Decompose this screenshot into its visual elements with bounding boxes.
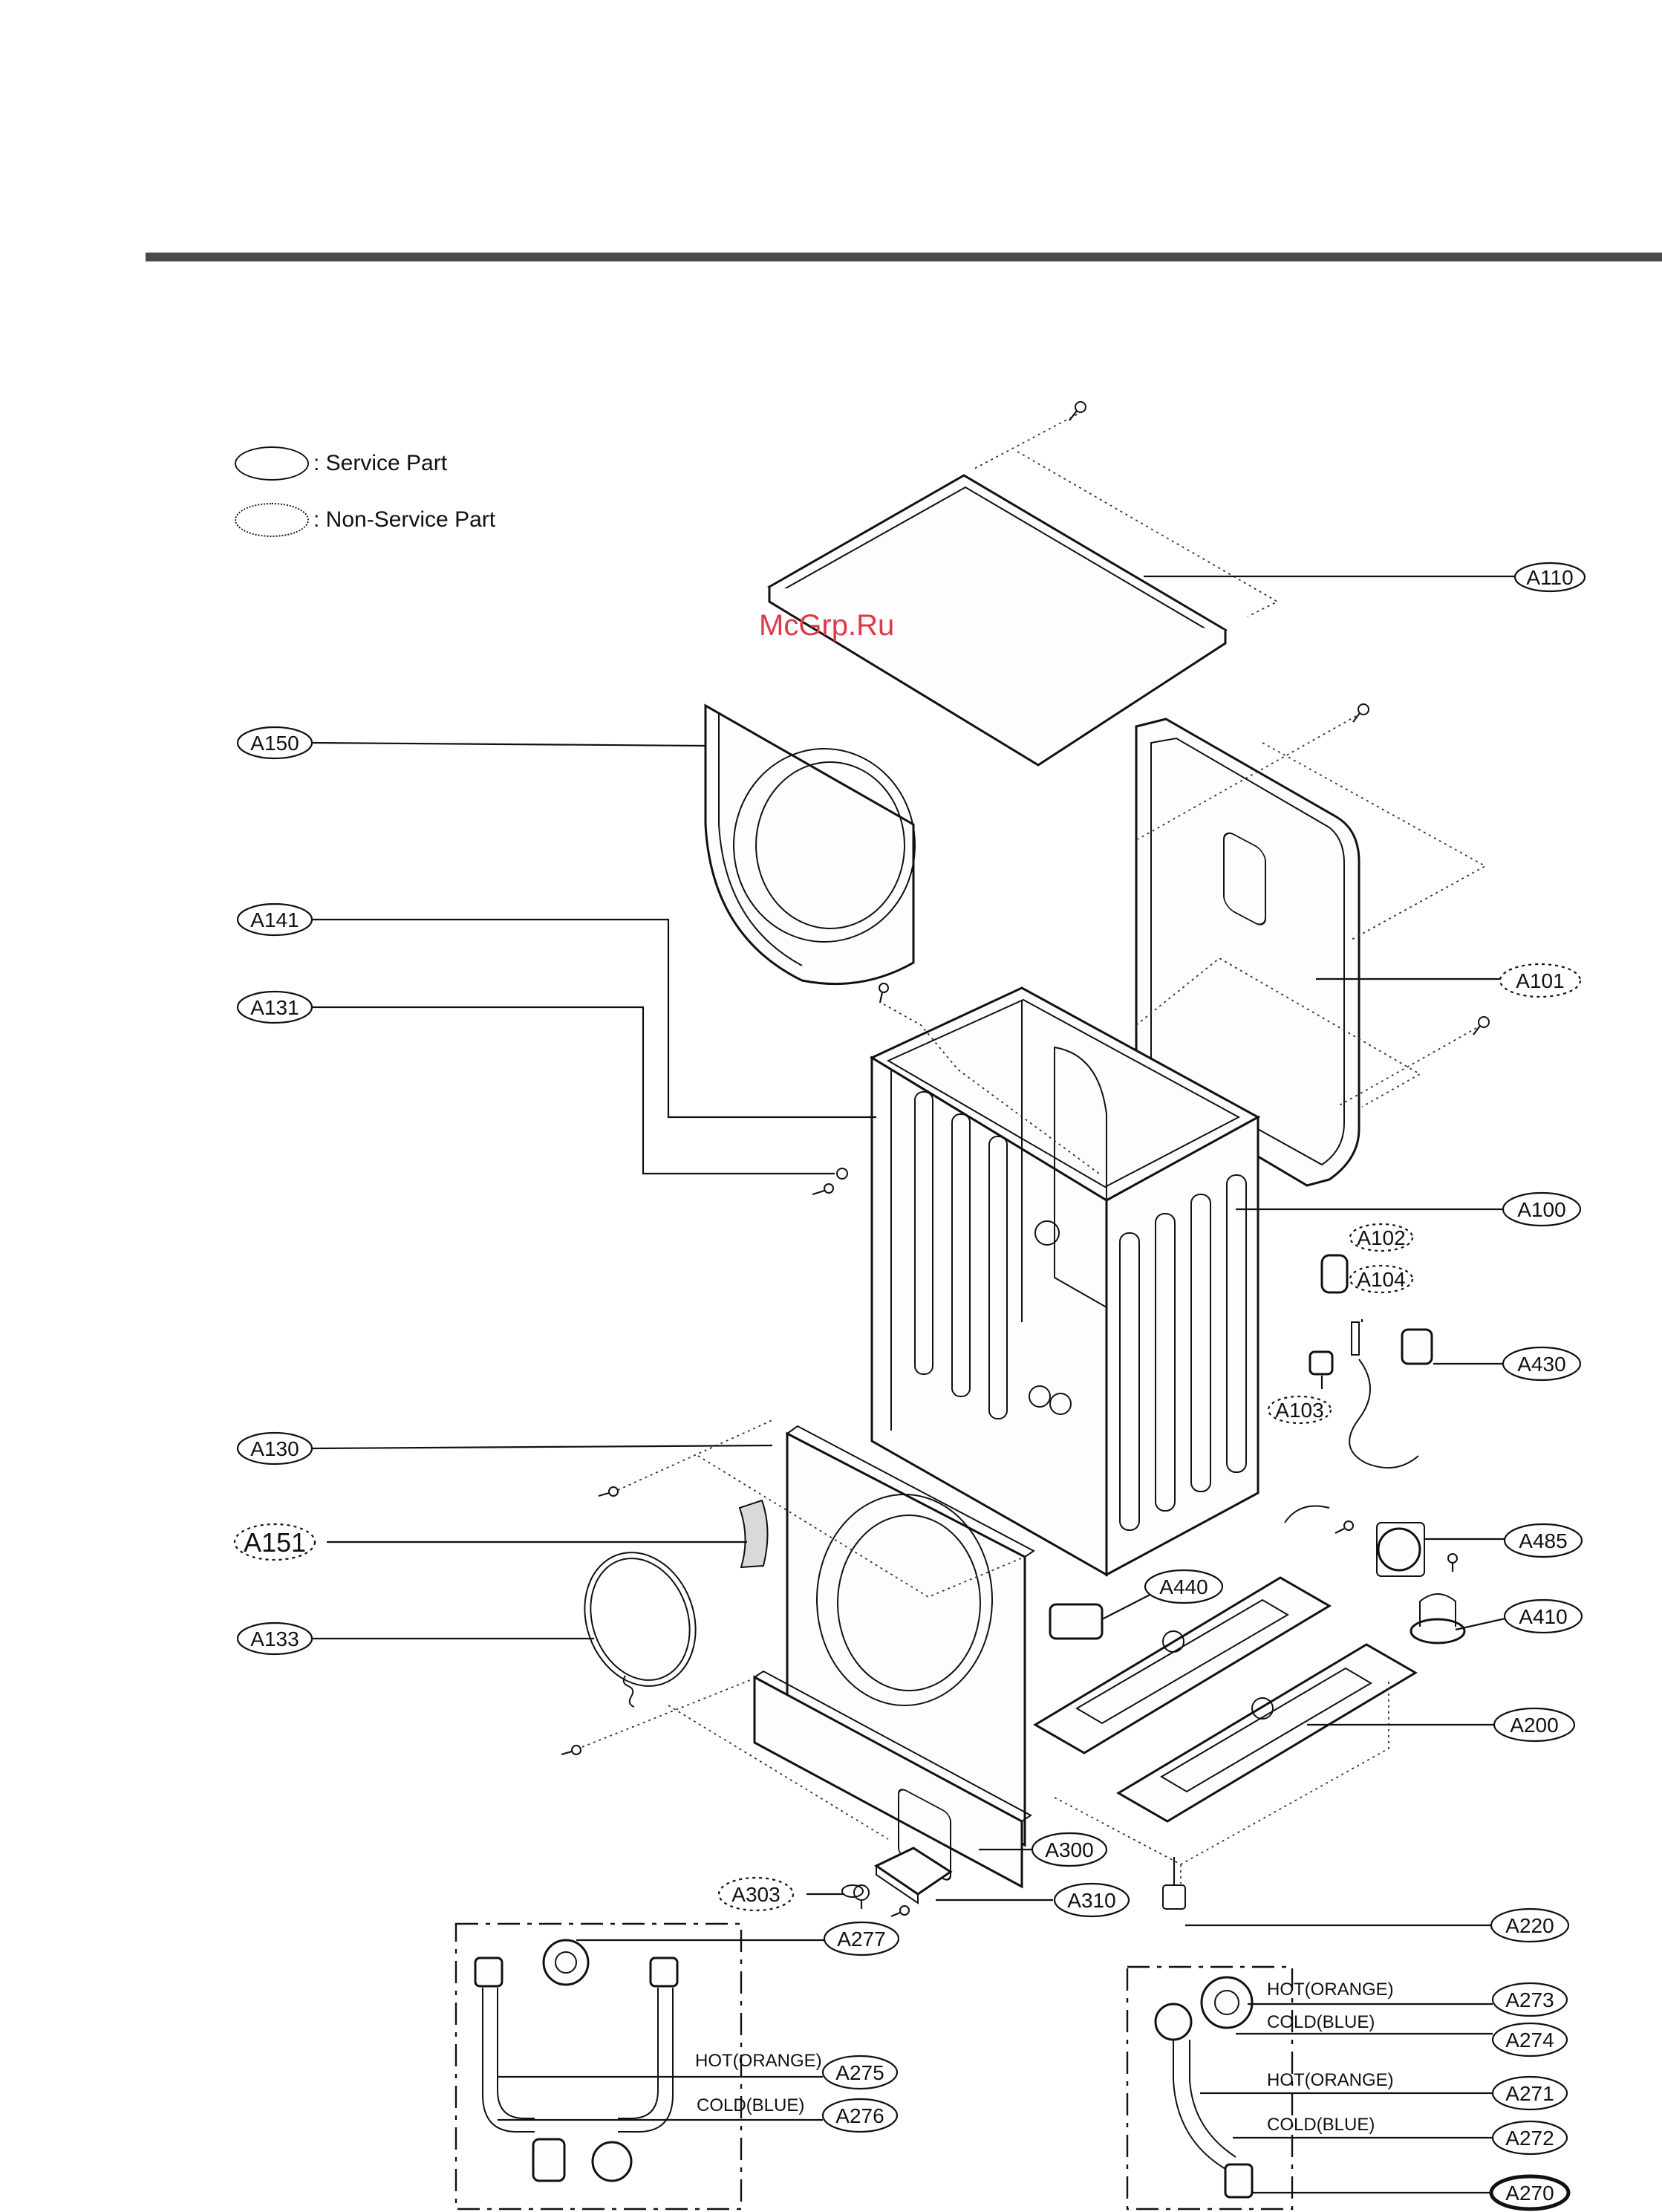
svg-text:A485: A485: [1519, 1529, 1567, 1552]
callout-A101: A101: [1500, 964, 1580, 997]
callout-A200: A200: [1494, 1708, 1574, 1741]
note-left-hot: HOT(ORANGE): [695, 2051, 822, 2071]
upper-front-panel-drawing: [705, 706, 915, 984]
callout-A277: A277: [824, 1922, 899, 1955]
svg-text:A150: A150: [250, 732, 299, 755]
callout-A103: A103: [1268, 1396, 1331, 1423]
watermark: McGrp.Ru: [759, 609, 894, 643]
svg-text:A141: A141: [250, 908, 299, 931]
callout-A102: A102: [1350, 1224, 1412, 1251]
svg-text:A310: A310: [1067, 1889, 1115, 1912]
note-left-cold: COLD(BLUE): [697, 2095, 804, 2115]
note-right-hot-valve: HOT(ORANGE): [1267, 1980, 1394, 2000]
svg-text:A410: A410: [1519, 1605, 1567, 1628]
callout-A133: A133: [238, 1623, 312, 1654]
svg-text:A300: A300: [1045, 1838, 1093, 1861]
note-right-hot-hose: HOT(ORANGE): [1267, 2070, 1394, 2090]
svg-text:A273: A273: [1505, 1988, 1554, 2011]
callout-A303: A303: [719, 1878, 793, 1910]
note-right-cold-valve: COLD(BLUE): [1267, 2012, 1375, 2032]
svg-text:A131: A131: [250, 996, 299, 1019]
callout-A110: A110: [1515, 563, 1585, 591]
svg-text:A100: A100: [1517, 1198, 1565, 1221]
callout-A151: A151: [235, 1524, 315, 1560]
callout-A300: A300: [1032, 1833, 1107, 1866]
callout-A276: A276: [823, 2099, 897, 2132]
svg-text:A151: A151: [244, 1527, 306, 1558]
svg-text:A220: A220: [1505, 1914, 1554, 1937]
callout-A141: A141: [238, 904, 312, 935]
svg-text:A440: A440: [1159, 1575, 1208, 1598]
callout-A271: A271: [1493, 2077, 1567, 2109]
callout-A100: A100: [1503, 1193, 1580, 1226]
svg-text:A272: A272: [1505, 2127, 1554, 2150]
svg-text:A130: A130: [250, 1437, 299, 1460]
svg-text:A103: A103: [1275, 1399, 1323, 1422]
callout-A150: A150: [238, 727, 312, 758]
callout-A104: A104: [1350, 1266, 1412, 1292]
svg-text:A277: A277: [837, 1928, 885, 1951]
callout-A130: A130: [238, 1433, 312, 1464]
callout-A485: A485: [1505, 1524, 1582, 1557]
svg-text:A274: A274: [1505, 2029, 1554, 2052]
svg-text:A133: A133: [250, 1627, 299, 1650]
callout-A274: A274: [1493, 2023, 1567, 2056]
callout-A273: A273: [1493, 1983, 1567, 2016]
svg-text:A101: A101: [1516, 969, 1564, 992]
svg-text:A303: A303: [731, 1883, 780, 1906]
svg-text:A104: A104: [1357, 1268, 1405, 1291]
svg-text:A200: A200: [1510, 1714, 1558, 1737]
svg-text:A102: A102: [1357, 1226, 1405, 1249]
svg-text:A276: A276: [835, 2104, 884, 2127]
callout-A131: A131: [238, 992, 312, 1023]
callout-A220: A220: [1491, 1909, 1568, 1942]
svg-text:A110: A110: [1526, 566, 1573, 589]
svg-text:A430: A430: [1517, 1353, 1565, 1376]
callout-A440: A440: [1145, 1570, 1222, 1603]
svg-text:A271: A271: [1505, 2082, 1554, 2105]
callout-A410: A410: [1505, 1600, 1582, 1633]
callout-A430: A430: [1503, 1347, 1580, 1380]
callout-A310: A310: [1055, 1884, 1129, 1916]
svg-text:A275: A275: [835, 2061, 884, 2084]
callout-A272: A272: [1493, 2121, 1567, 2154]
gasket-ring-drawing: [567, 1537, 714, 1707]
svg-text:A270: A270: [1505, 2182, 1554, 2205]
callout-A270: A270: [1491, 2176, 1568, 2209]
note-right-cold-hose: COLD(BLUE): [1267, 2115, 1375, 2135]
decor-drawing: [740, 1500, 768, 1567]
callout-A275: A275: [823, 2056, 897, 2089]
